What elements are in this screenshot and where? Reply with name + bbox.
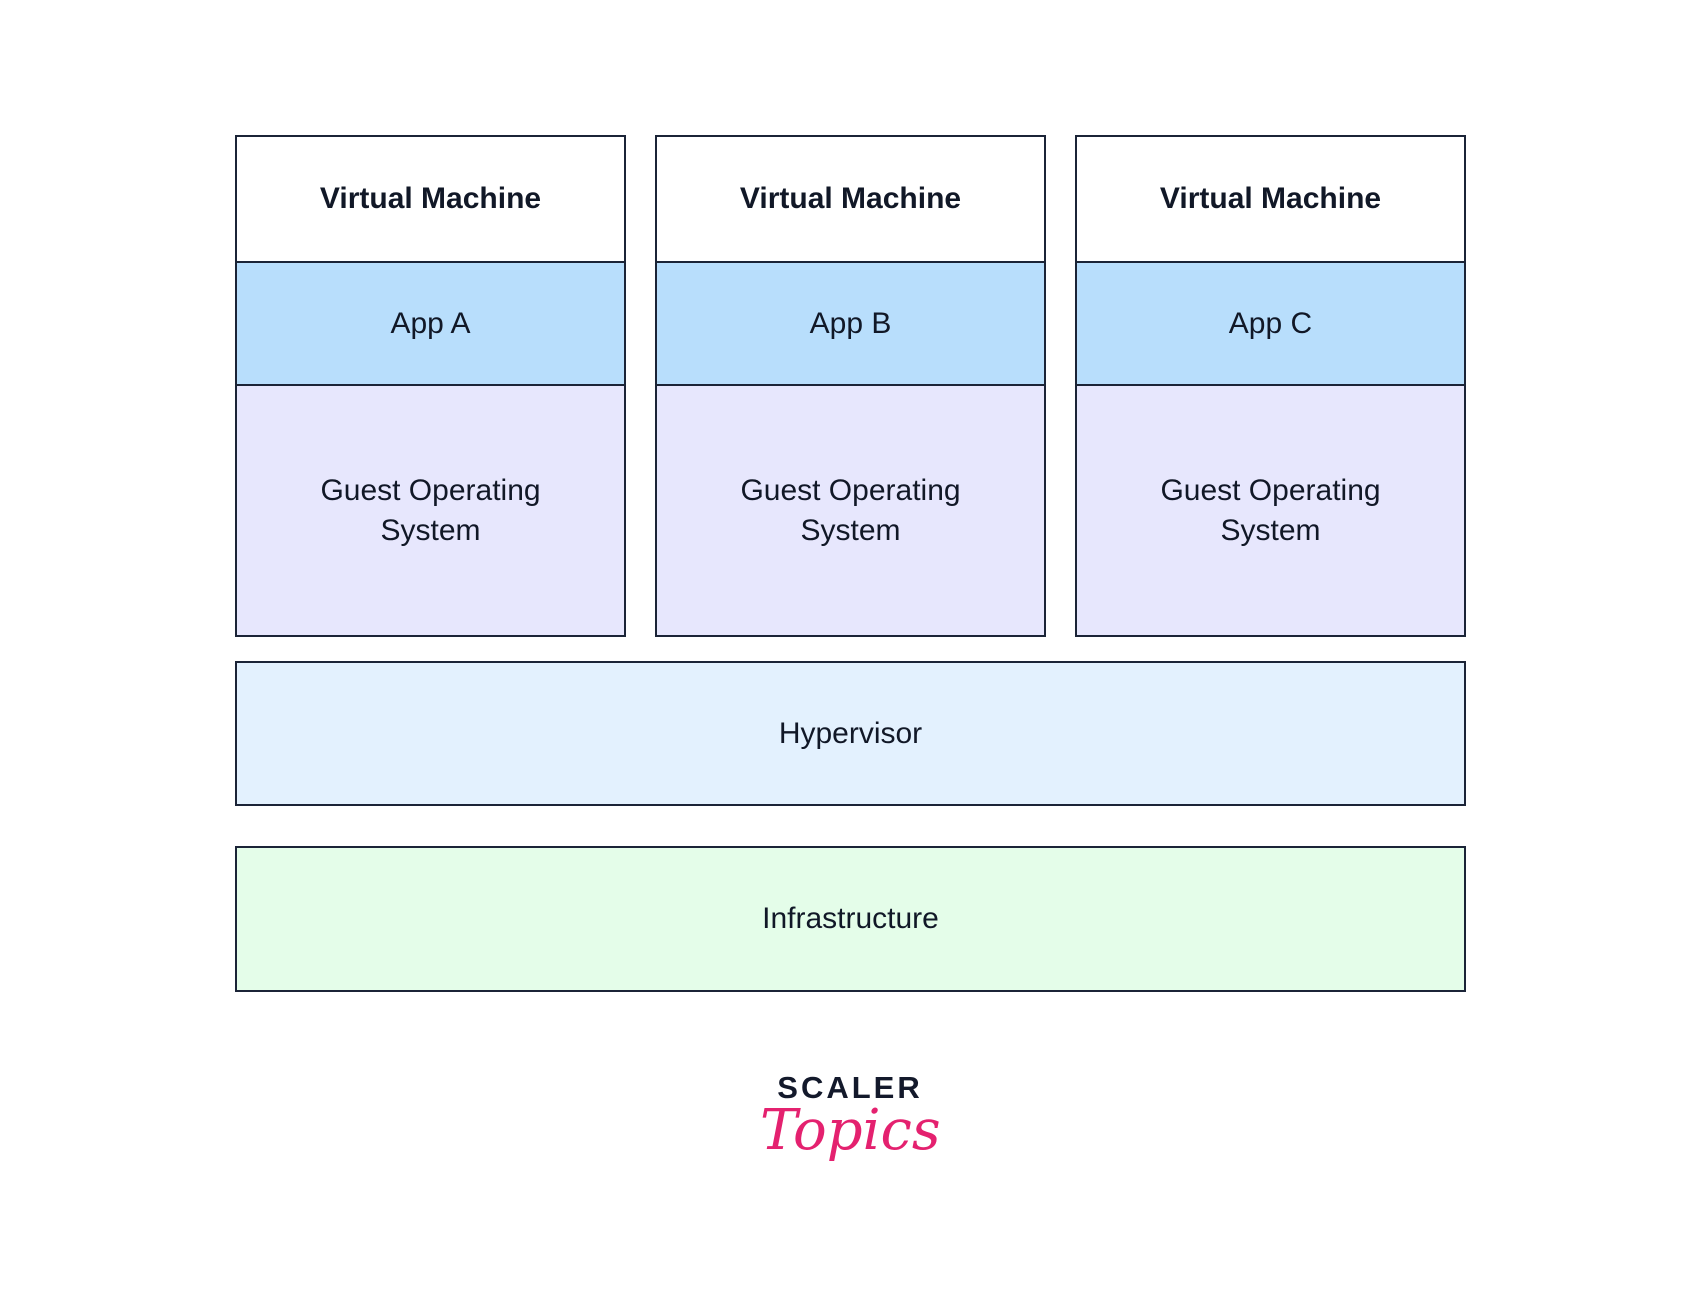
scaler-topics-logo: SCALER Topics [760,1070,941,1163]
guest-os-label: Guest Operating System [1160,473,1381,547]
hypervisor-layer: Hypervisor [235,661,1466,806]
app-layer: App A [237,261,624,386]
infrastructure-label: Infrastructure [762,902,939,935]
virtual-machine-b: Virtual Machine App B Guest Operating Sy… [655,135,1046,637]
guest-os-layer: Guest Operating System [657,386,1044,635]
app-layer: App B [657,261,1044,386]
guest-os-layer: Guest Operating System [1077,386,1464,635]
hypervisor-label: Hypervisor [778,716,923,750]
guest-os-label: Guest Operating System [320,473,541,547]
virtual-machine-a: Virtual Machine App A Guest Operating Sy… [235,135,626,637]
logo-topics-text: Topics [760,1098,941,1163]
logo-scaler-text: SCALER [777,1070,923,1105]
guest-os-layer: Guest Operating System [237,386,624,635]
infrastructure-layer: Infrastructure [235,846,1466,992]
app-layer: App C [1077,261,1464,386]
vm-header: Virtual Machine [237,137,624,261]
guest-os-label: Guest Operating System [740,473,961,547]
vm-header: Virtual Machine [1077,137,1464,261]
vm-header: Virtual Machine [657,137,1044,261]
virtual-machine-c: Virtual Machine App C Guest Operating Sy… [1075,135,1466,637]
